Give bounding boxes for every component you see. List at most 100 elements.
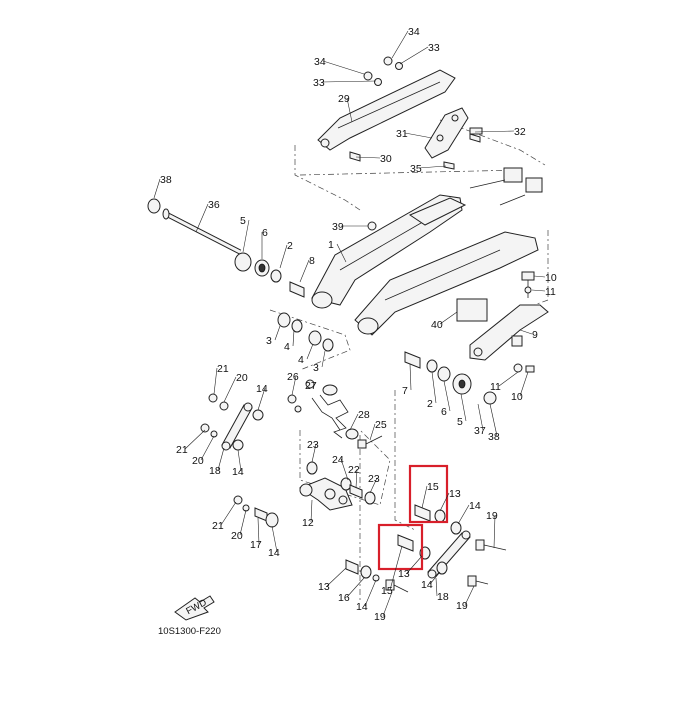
leader-line-36 [195,203,209,233]
relay-arm-part [298,477,353,511]
caution-label-part [456,298,488,322]
part-number-label: 6 [262,227,268,239]
connecting-rod-left [221,402,253,451]
leader-line-13 [406,555,423,574]
leader-line-14 [364,579,377,607]
puller-bolt-upper [521,271,535,298]
leader-line-5 [460,393,467,422]
leader-line-4 [292,329,295,347]
part-number-label: 4 [298,354,304,366]
leader-line-25 [369,423,376,441]
leader-line-14 [457,504,470,525]
leader-line-13 [439,492,450,512]
part-number-label: 11 [545,286,556,298]
part-number-label: 35 [410,163,422,175]
part-number-label: 37 [474,425,486,437]
part-number-label: 15 [381,585,393,597]
leader-line-9 [519,329,533,335]
part-number-label: 14 [356,601,368,613]
part-number-label: 4 [284,341,290,353]
part-number-label: 11 [490,381,501,393]
leader-line-34 [322,60,365,75]
leader-line-4 [306,343,314,360]
part-number-label: 18 [209,465,221,477]
callout-leader-lines [153,30,546,617]
connecting-rod-right [427,530,471,579]
leader-line-6 [443,380,451,412]
relay-collar-lower [397,534,431,560]
swingarm-bearings-left [277,312,334,352]
part-number-label: 14 [421,579,433,591]
part-number-label: 9 [532,329,538,341]
top-hardware [349,56,483,170]
leader-line-14 [271,525,278,553]
leader-line-19 [382,591,393,617]
leader-line-33 [321,80,377,83]
leader-line-21 [213,367,218,395]
part-number-label: 29 [338,93,350,105]
chain-guide-bracket [424,107,469,159]
part-number-label: 14 [268,547,280,559]
leader-line-26 [291,375,297,396]
part-number-label: 23 [307,439,319,451]
part-number-label: 2 [427,398,433,410]
part-number-label: 32 [514,126,526,138]
part-number-label: 15 [427,481,439,493]
leader-line-16 [346,577,365,598]
leader-line-20 [200,435,215,461]
leader-line-14 [429,571,441,585]
highlight-box-upper [408,464,449,524]
axle-adjuster-hardware [469,167,543,206]
part-number-label: 21 [217,363,229,375]
leader-line-18 [435,577,438,597]
part-number-label: 40 [431,319,443,331]
leader-line-24 [340,458,349,481]
leader-line-12 [310,499,313,523]
leader-line-20 [223,376,237,403]
leader-line-13 [326,567,347,587]
leader-line-20 [239,509,247,536]
leader-line-19 [464,585,475,606]
part-number-label: 20 [192,455,204,467]
link-bolts-right [385,539,507,593]
leader-line-10 [533,275,546,278]
relay-arm-bearings [306,461,376,505]
leader-line-33 [399,46,429,65]
part-number-label: 18 [437,591,449,603]
leader-line-8 [299,259,310,283]
part-number-label: 3 [266,335,272,347]
part-number-label: 36 [208,199,220,211]
leader-line-11 [531,289,546,292]
part-number-label: 10 [511,391,523,403]
swingarm-collar-right [404,351,497,405]
washer-part [287,394,297,404]
leader-line-35 [418,165,447,169]
part-number-label: 28 [358,409,370,421]
forward-arrow-icon [174,595,215,621]
pivot-bearings [234,252,305,298]
leader-line-34 [391,30,409,59]
leader-line-15 [389,545,403,591]
leader-line-3 [321,350,326,368]
part-number-label: 14 [232,466,244,478]
part-number-label: 5 [457,416,463,428]
part-number-label: 12 [302,517,314,529]
leader-line-23 [369,477,378,494]
part-number-label: 13 [449,488,461,500]
relay-collar-upper [414,504,462,535]
leader-line-31 [404,132,433,139]
part-number-label: 3 [313,362,319,374]
leader-line-14 [257,387,266,411]
puller-bolt-lower [513,363,535,373]
leader-line-30 [355,156,381,159]
rear-shock-part [305,379,359,440]
part-number-label: 26 [287,371,299,383]
part-number-label: 25 [375,419,387,431]
leader-line-23 [311,443,317,463]
part-number-label: 20 [231,530,243,542]
part-number-label: 13 [398,568,410,580]
leader-line-15 [421,485,428,509]
leader-line-2 [279,244,288,269]
